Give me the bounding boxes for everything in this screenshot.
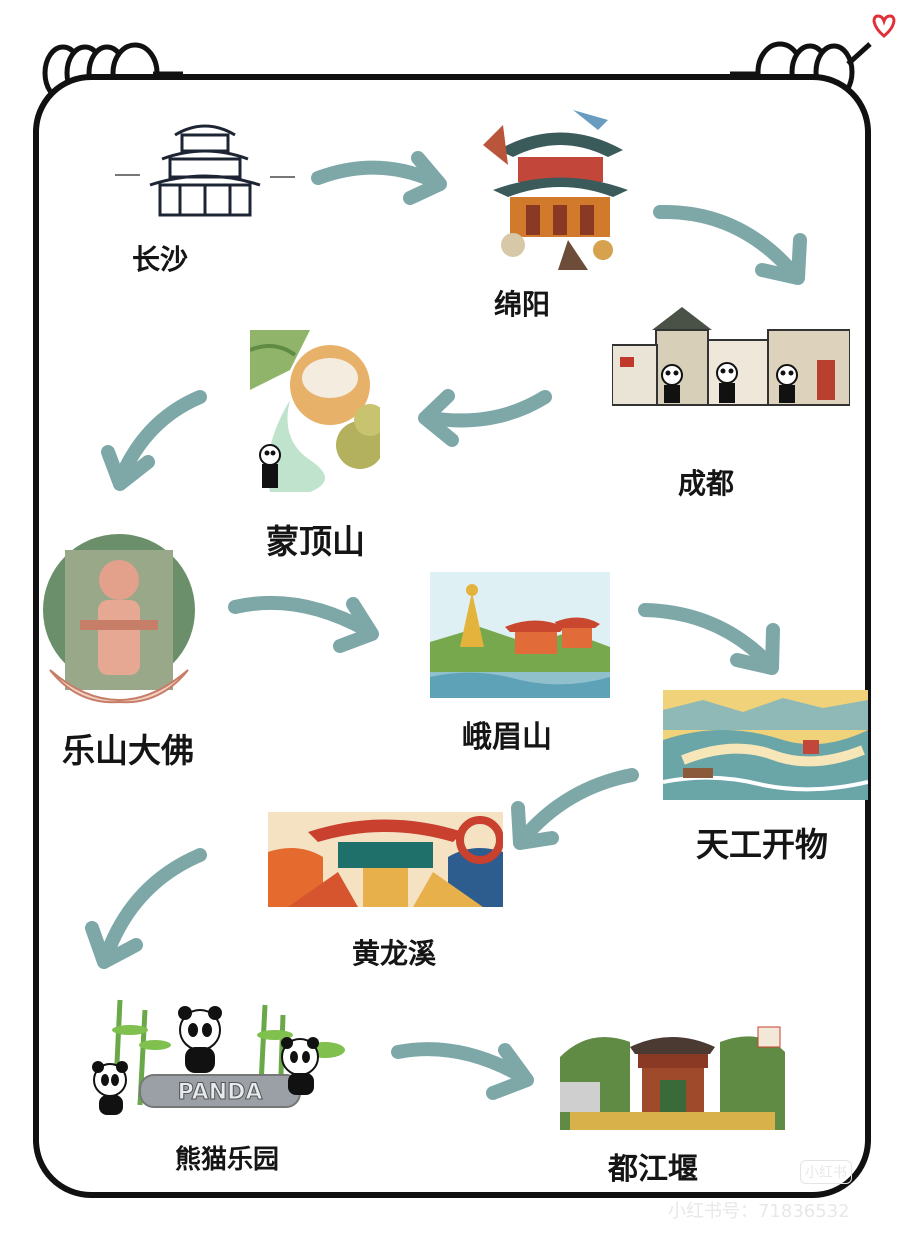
- pavilion-icon: [478, 105, 643, 270]
- arrow-mianyang-chengdu: [653, 204, 807, 285]
- arrow-mengdingshan-leshan: [101, 390, 207, 491]
- stop-emeishan: 峨眉山: [430, 572, 620, 757]
- arrow-tiangong-huanglongxi: [511, 768, 639, 850]
- stop-label-tiangong: 天工开物: [696, 825, 828, 864]
- stop-mianyang: 绵阳: [478, 105, 648, 325]
- stop-label-chengdu: 成都: [678, 467, 735, 500]
- arrow-emei-tiangong: [638, 603, 780, 675]
- street-panda-icon: [612, 305, 850, 410]
- panda-figure: [661, 362, 798, 403]
- stop-label-panda-park: 熊猫乐园: [175, 1145, 280, 1175]
- panda-park-icon: PANDA: [92, 999, 345, 1115]
- golden-summit-icon: [430, 572, 610, 698]
- watermark-logo: 小红书: [800, 1160, 852, 1184]
- arrow-leshan-emei: [228, 595, 379, 653]
- arrow-chengdu-mengdingshan: [418, 389, 552, 447]
- stop-label-leshan: 乐山大佛: [62, 731, 194, 770]
- stop-leshan: 乐山大佛: [38, 528, 238, 773]
- arrow-huanglongxi-panda: [85, 848, 207, 969]
- arrow-panda-dujiangyan: [391, 1042, 534, 1100]
- stop-label-mianyang: 绵阳: [494, 288, 551, 321]
- buddha-icon: [43, 534, 195, 704]
- stop-dujiangyan: 都江堰: [560, 1022, 790, 1192]
- stop-panda-park: PANDA 熊猫乐园: [85, 995, 360, 1180]
- stop-label-mengdingshan: 蒙顶山: [266, 522, 365, 561]
- stop-label-dujiangyan: 都江堰: [608, 1152, 698, 1187]
- landscape-scroll-icon: [663, 690, 868, 800]
- stop-mengdingshan: 蒙顶山: [250, 330, 390, 561]
- panda-figure: [178, 1006, 222, 1073]
- stop-chengdu: 成都: [612, 305, 852, 505]
- ancient-town-icon: [268, 812, 503, 907]
- panda-figure: [92, 1061, 128, 1115]
- heart-icon: [872, 14, 896, 38]
- arrow-changsha-mianyang: [311, 151, 447, 205]
- stop-tiangong: 天工开物: [660, 690, 875, 865]
- stop-label-changsha: 长沙: [132, 243, 189, 276]
- stop-changsha: 长沙: [70, 110, 310, 285]
- tower-icon: [115, 124, 295, 217]
- stop-label-emeishan: 峨眉山: [462, 720, 552, 755]
- watermark-id: 小红书号：71836532: [668, 1201, 850, 1222]
- panda-sign-text: PANDA: [178, 1080, 263, 1105]
- stop-label-huanglongxi: 黄龙溪: [352, 937, 437, 970]
- teapot-panda-icon: [250, 330, 380, 492]
- panda-figure: [281, 1037, 319, 1095]
- gate-icon: [560, 1022, 785, 1130]
- stop-huanglongxi: 黄龙溪: [268, 812, 508, 972]
